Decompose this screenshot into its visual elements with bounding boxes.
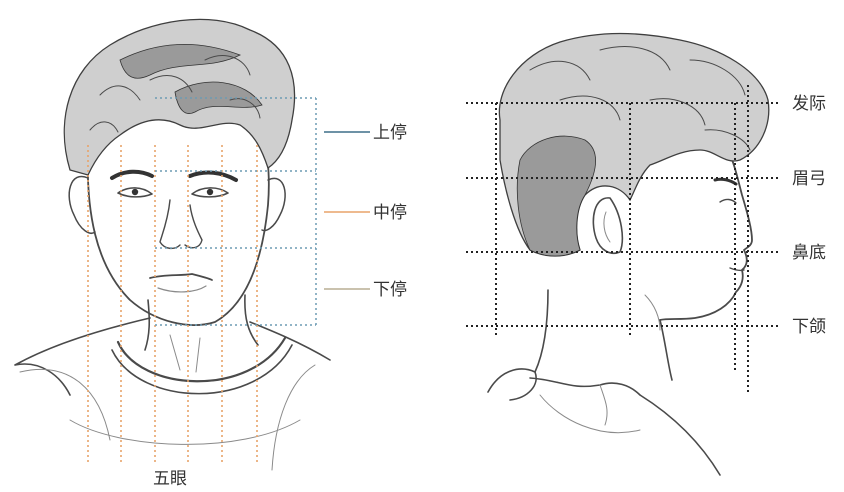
front-thirds-box [155, 98, 316, 325]
middle-third-label: 中停 [373, 203, 407, 223]
nose-base-label: 鼻底 [792, 243, 826, 263]
front-five-eyes-vertical-lines [88, 145, 257, 462]
hairline-label: 发际 [792, 94, 826, 114]
front-face-illustration [15, 19, 330, 470]
lower-third-label: 下停 [373, 280, 407, 300]
jaw-label: 下颌 [792, 317, 826, 337]
five-eyes-label: 五眼 [153, 469, 187, 489]
side-face-illustration [488, 34, 769, 476]
upper-third-label: 上停 [373, 123, 407, 143]
front-thirds-callouts: 上停 中停 下停 [324, 123, 407, 300]
side-level-labels: 发际 眉弓 鼻底 下颌 [792, 94, 826, 337]
brow-label: 眉弓 [792, 169, 826, 189]
